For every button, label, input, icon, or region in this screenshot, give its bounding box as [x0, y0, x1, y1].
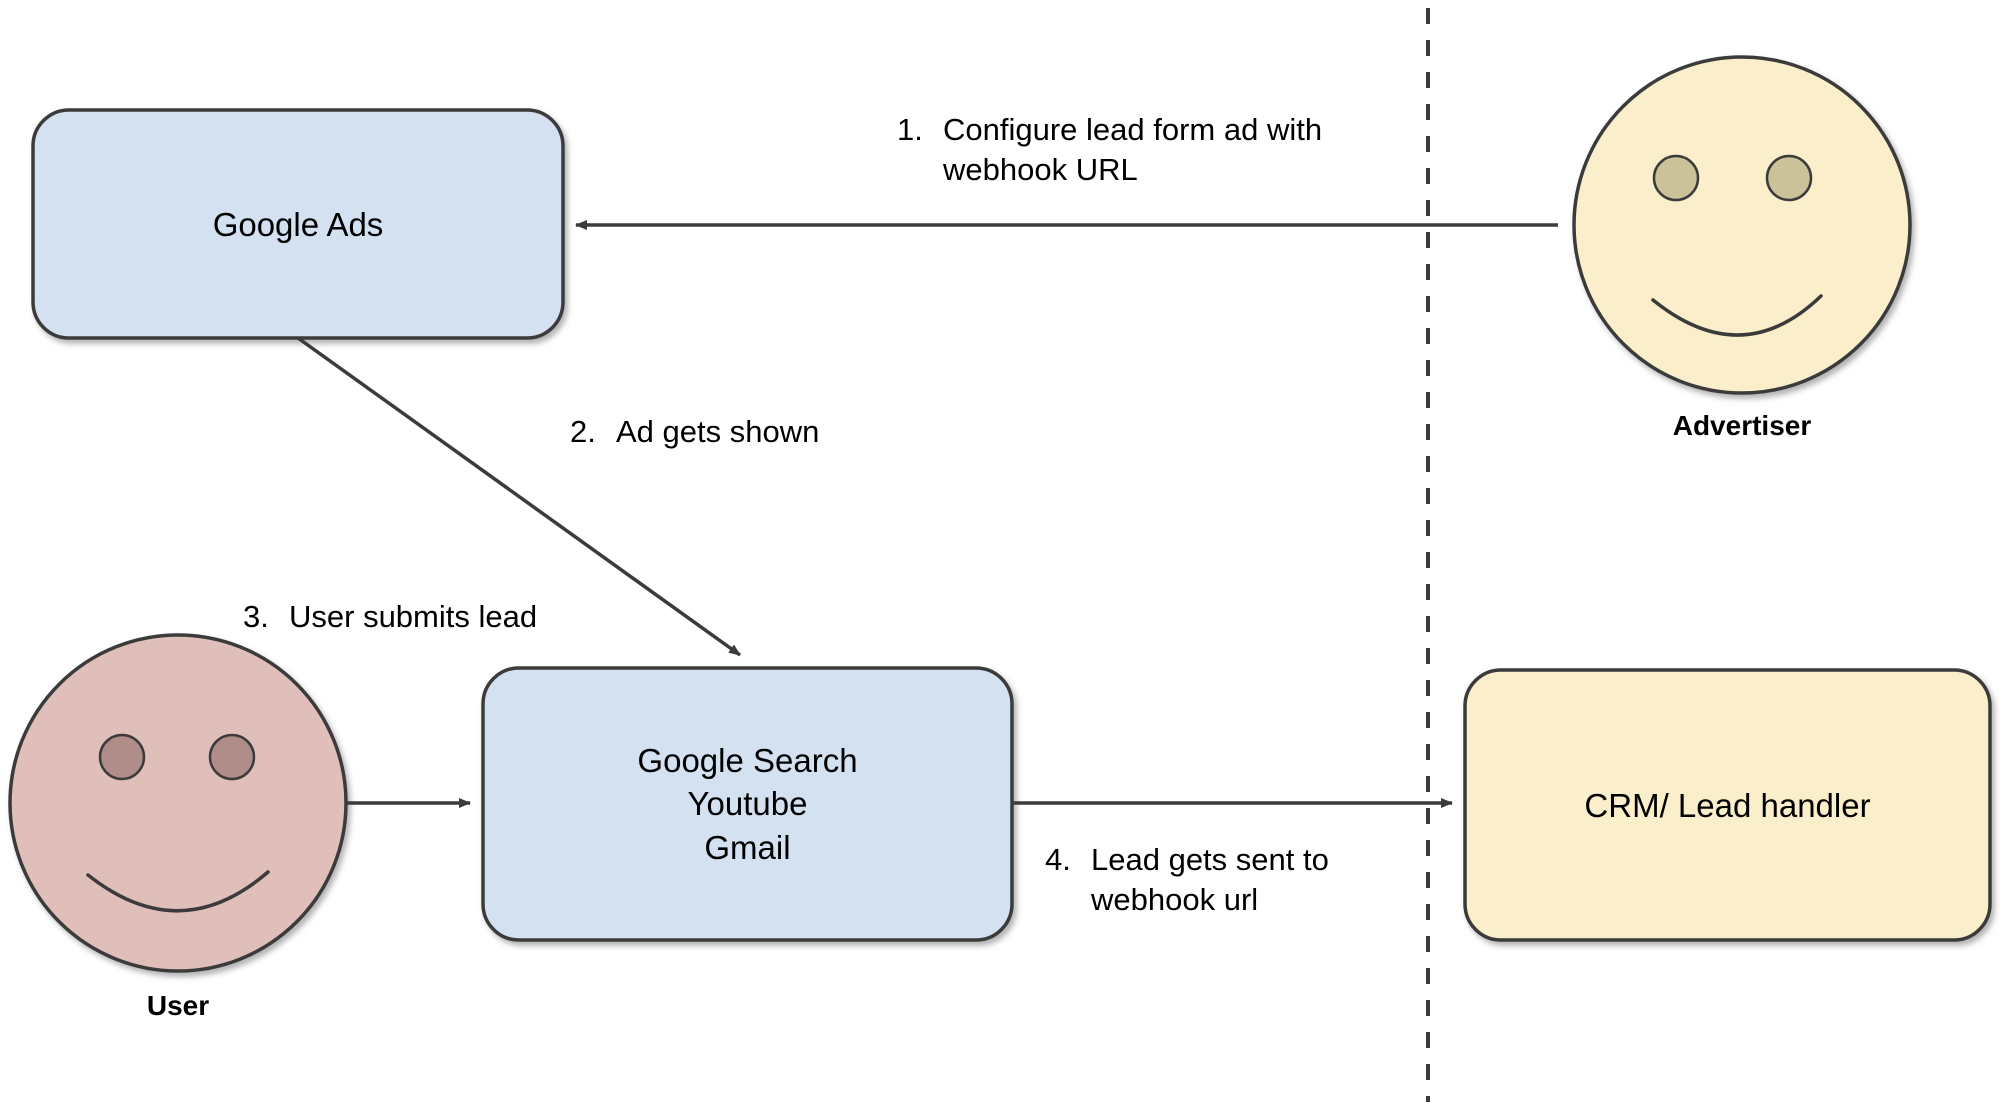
node-google-ads[interactable]: [31, 108, 565, 340]
advertiser-face-circle: [1572, 55, 1912, 395]
node-google-properties[interactable]: [481, 666, 1014, 942]
user-smile-icon: [86, 870, 270, 913]
advertiser-right-eye-icon: [1765, 154, 1813, 202]
node-advertiser[interactable]: [1572, 55, 1912, 395]
advertiser-smile-icon: [1651, 294, 1823, 337]
advertiser-left-eye-icon: [1652, 154, 1700, 202]
user-right-eye-icon: [208, 733, 256, 781]
user-left-eye-icon: [98, 733, 146, 781]
node-user[interactable]: [8, 633, 348, 973]
user-face-circle: [8, 633, 348, 973]
node-crm-lead-handler[interactable]: [1463, 668, 1992, 942]
edge-2-arrow: [296, 336, 742, 657]
